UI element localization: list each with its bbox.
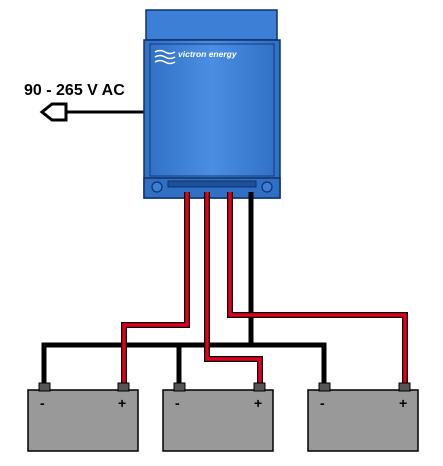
mounting-hole-right: [261, 181, 273, 193]
ac-input-cable: [39, 102, 148, 122]
positive-terminal: [117, 382, 130, 392]
mounting-hole-left: [151, 181, 163, 193]
battery-body: [27, 389, 139, 452]
positive-wiring: [121, 192, 408, 384]
ac-plug-icon: [39, 102, 68, 122]
battery-3: - +: [307, 382, 419, 452]
positive-wire-battery-2: [205, 192, 262, 384]
negative-wiring: [41, 192, 327, 384]
negative-terminal: [318, 382, 331, 392]
negative-sign: -: [175, 395, 180, 411]
negative-sign: -: [320, 395, 325, 411]
battery-2: - +: [162, 382, 274, 452]
charger-front-panel: [149, 43, 275, 177]
negative-sign: -: [40, 395, 45, 411]
negative-bus-wire: [41, 342, 327, 384]
charger-unit: victron energy: [143, 9, 281, 199]
charger-body: [143, 39, 281, 199]
positive-sign: +: [254, 395, 262, 411]
battery-body: [162, 389, 274, 452]
battery-1: - +: [27, 382, 139, 452]
positive-wire-battery-1: [122, 192, 189, 384]
negative-terminal: [173, 382, 186, 392]
positive-sign: +: [399, 395, 407, 411]
terminal-strip: [167, 180, 257, 188]
positive-wire-battery-3: [228, 192, 407, 384]
victron-logo-icon: [154, 49, 176, 65]
ac-input-label: 90 - 265 V AC: [24, 82, 125, 99]
positive-terminal: [398, 382, 411, 392]
charger-brand: victron energy: [178, 49, 238, 59]
positive-terminal: [253, 382, 266, 392]
positive-sign: +: [118, 395, 126, 411]
charger-top-cap: [145, 9, 278, 41]
battery-body: [307, 389, 419, 452]
negative-terminal: [38, 382, 51, 392]
